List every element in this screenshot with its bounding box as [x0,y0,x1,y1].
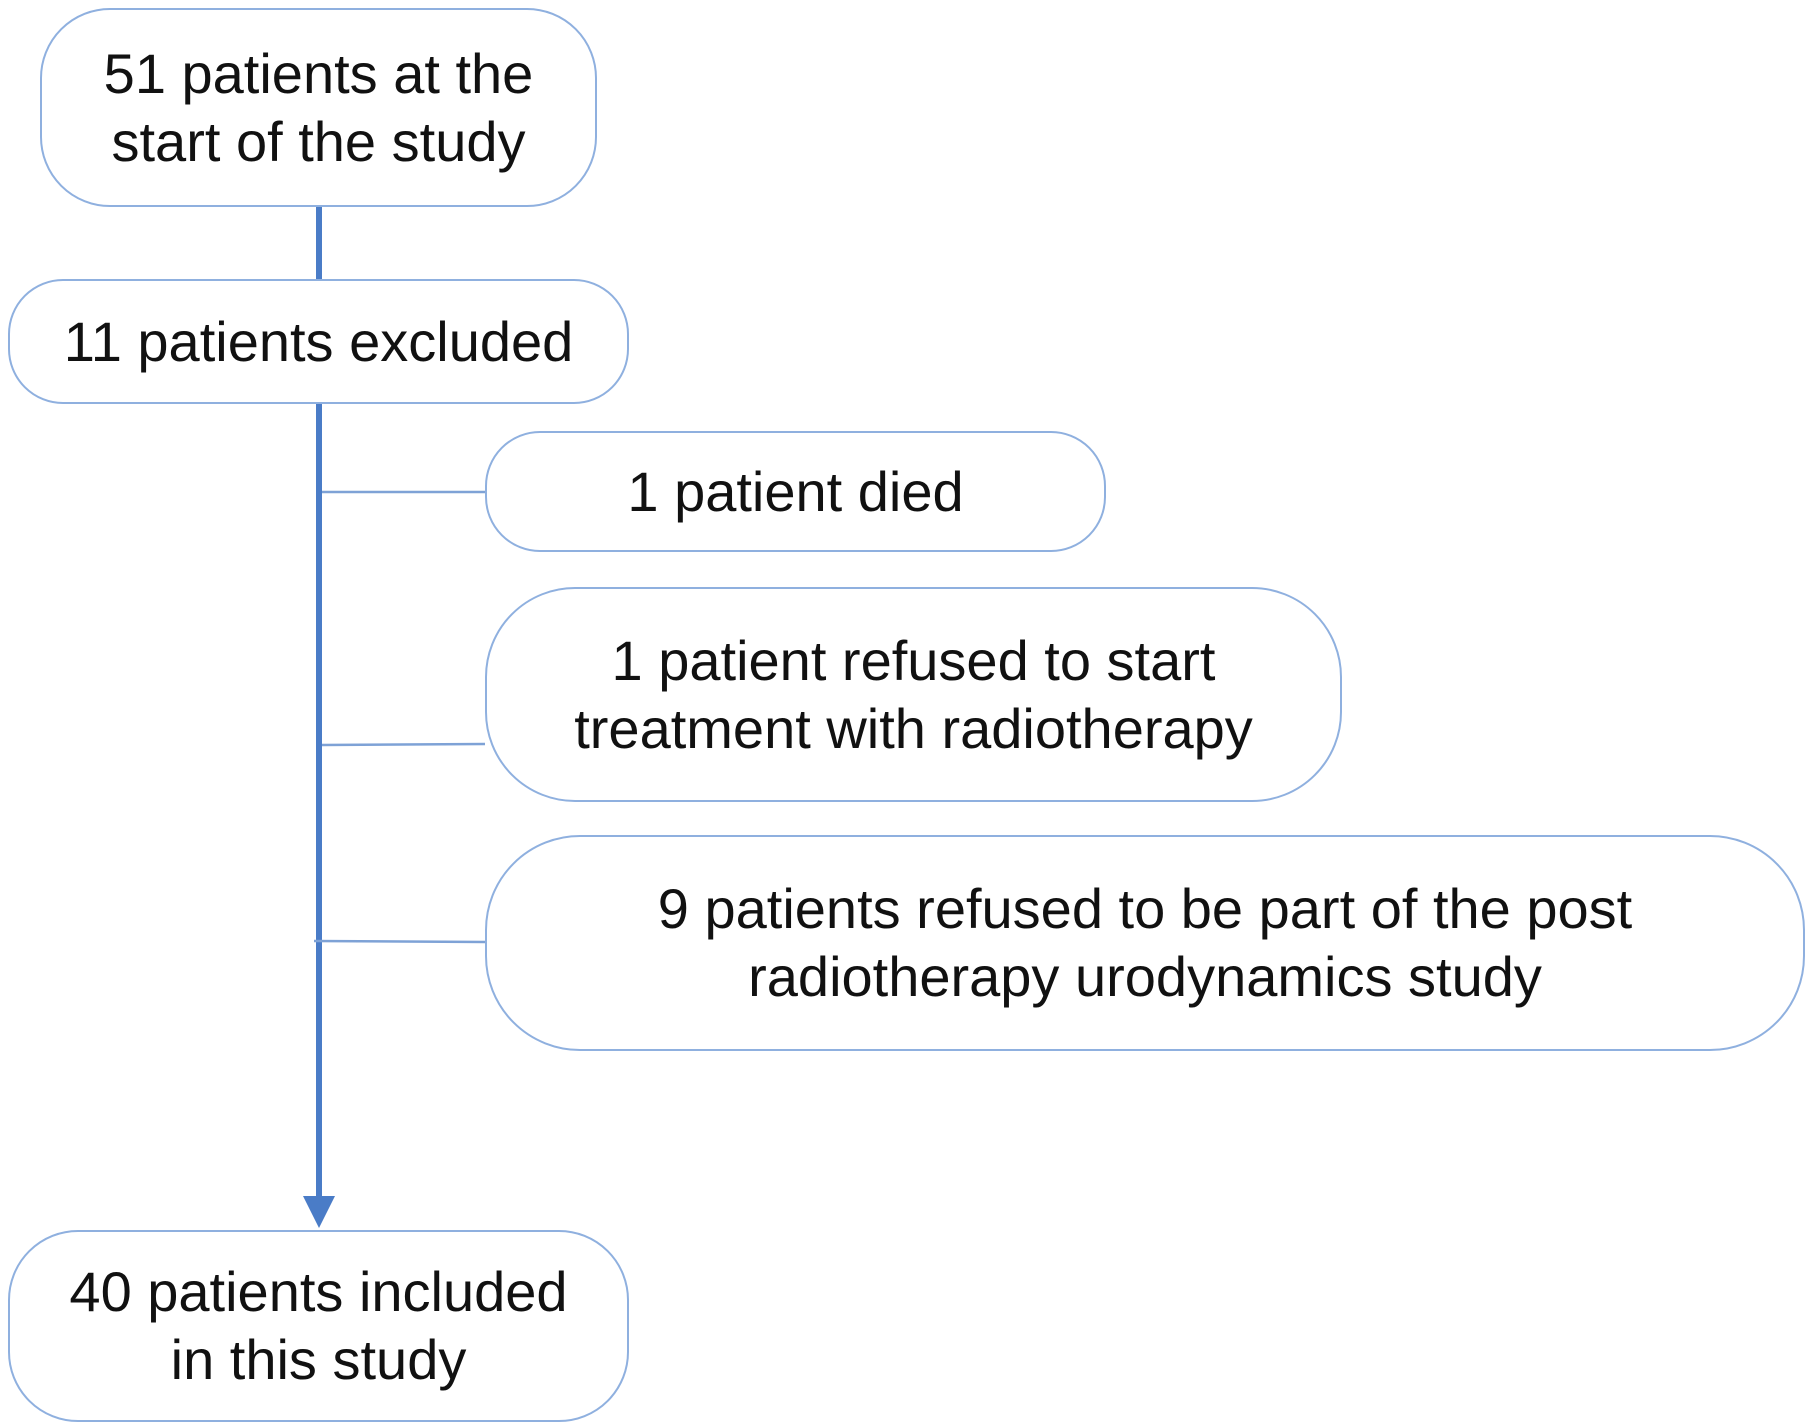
main-arrow-head [303,1196,335,1228]
branch-to-refused-urodynamics [313,939,486,944]
node-refused-urodynamics-label: 9 patients refused to be part of the pos… [657,877,1633,1008]
node-died: 1 patient died [485,431,1106,552]
node-died-label: 1 patient died [627,459,964,523]
node-start: 51 patients at the start of the study [40,8,597,207]
node-excluded-label: 11 patients excluded [63,309,574,373]
branch-to-refused-radiotherapy [321,742,486,747]
node-refused-urodynamics: 9 patients refused to be part of the pos… [485,835,1805,1051]
node-included-label: 40 patients included in this study [69,1260,568,1391]
node-excluded: 11 patients excluded [8,279,629,404]
node-start-label: 51 patients at the start of the study [103,41,534,173]
node-included: 40 patients included in this study [8,1230,629,1422]
node-refused-radiotherapy: 1 patient refused to start treatment wit… [485,587,1342,802]
node-refused-radiotherapy-label: 1 patient refused to start treatment wit… [574,628,1253,760]
